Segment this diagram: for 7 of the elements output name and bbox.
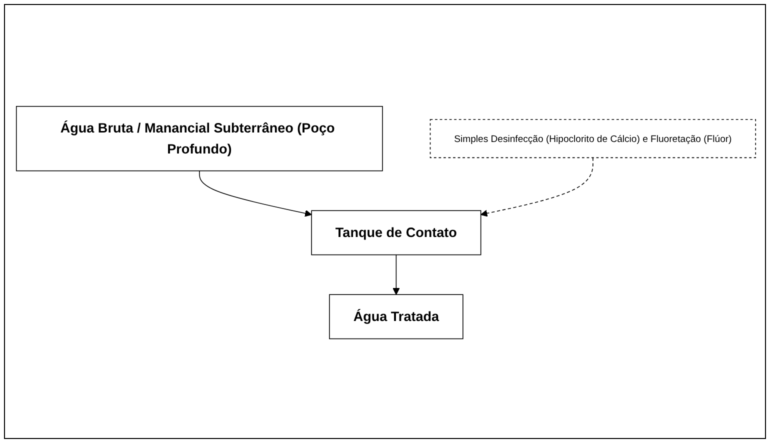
node-box: Água Bruta / Manancial Subterrâneo (Poço Profundo)	[16, 106, 383, 172]
node-box: Tanque de Contato	[311, 210, 482, 256]
node-box: Simples Desinfecção (Hipoclorito de Cálcio) e Fluoretação (Flúor)	[430, 119, 756, 158]
arrow	[480, 157, 594, 217]
node-box: Água Tratada	[329, 294, 464, 340]
arrow	[392, 254, 400, 295]
arrow	[199, 170, 312, 217]
